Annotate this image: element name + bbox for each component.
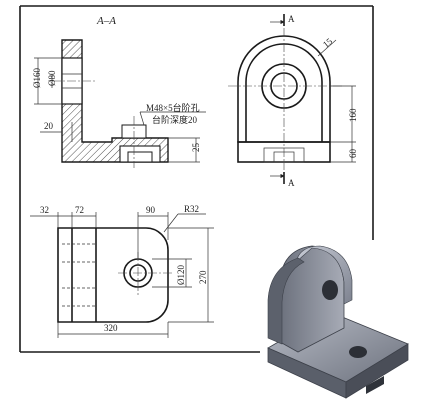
- top-outline: [57, 227, 169, 323]
- dim-dia120: Ø120: [176, 265, 186, 285]
- section-view-a-a: A–A Ø160 Ø80 20 M48×5台阶孔 台阶深度20 25: [32, 15, 206, 168]
- dim-20: 20: [44, 121, 54, 131]
- model-base-hole: [349, 346, 367, 358]
- drawing-frame: [19, 5, 374, 353]
- hole-note-line1: M48×5台阶孔: [146, 102, 200, 113]
- side-view: A A 15 160 60: [228, 14, 358, 188]
- dim-32: 32: [40, 205, 49, 215]
- dim-dia160: Ø160: [32, 68, 42, 88]
- cut-label-top: A: [288, 14, 295, 24]
- dim-r15: 15: [321, 36, 335, 50]
- dim-25: 25: [191, 143, 201, 153]
- section-label: A–A: [96, 15, 116, 27]
- dim-dia80: Ø80: [47, 70, 57, 86]
- dim-60: 60: [348, 149, 358, 159]
- model-upright-hole: [322, 280, 338, 300]
- hole-note-line2: 台阶深度20: [152, 114, 198, 125]
- side-outline: [237, 35, 331, 143]
- dim-270: 270: [198, 270, 208, 284]
- cut-label-bottom: A: [288, 178, 295, 188]
- dim-90: 90: [146, 205, 156, 215]
- dim-72: 72: [75, 205, 84, 215]
- dim-160: 160: [348, 108, 358, 122]
- dim-r32: R32: [184, 204, 199, 214]
- isometric-model: [267, 245, 409, 399]
- dim-320: 320: [104, 323, 118, 333]
- top-view: 32 72 90 R32 Ø120 270 320: [30, 204, 214, 338]
